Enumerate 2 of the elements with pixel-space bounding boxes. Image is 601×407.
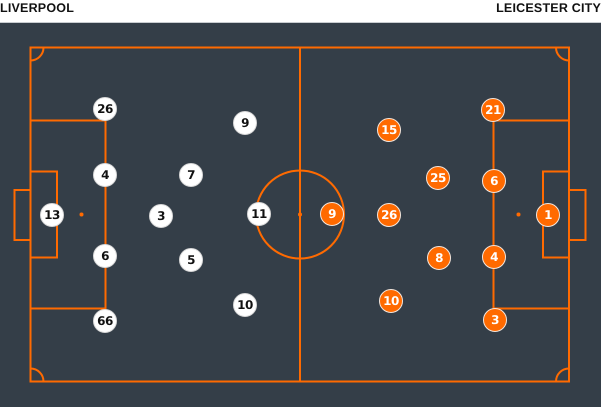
team-name: LEICESTER CITY xyxy=(496,1,601,15)
team-name: LIVERPOOL xyxy=(0,1,74,15)
